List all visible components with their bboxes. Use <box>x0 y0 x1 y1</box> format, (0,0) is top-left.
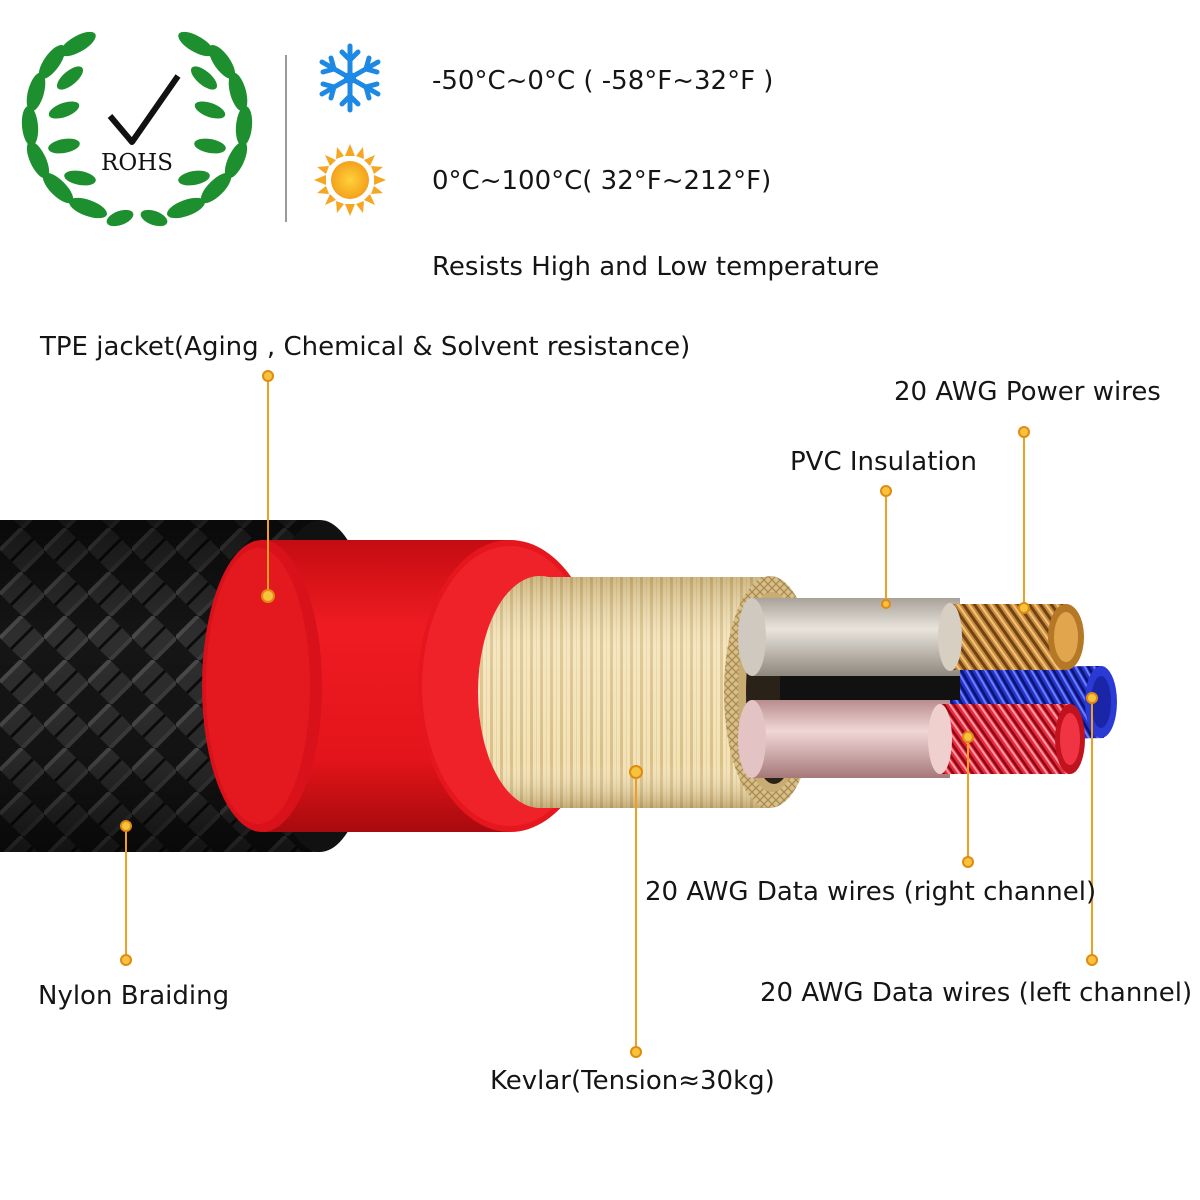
power-wire <box>738 598 1084 676</box>
leader-dots <box>120 370 1098 1058</box>
kevlar-label: Kevlar(Tension≈30kg) <box>490 1066 775 1096</box>
rohs-badge-text: ROHS <box>101 150 173 176</box>
sun-icon <box>314 144 386 216</box>
nylon-braiding-label: Nylon Braiding <box>38 981 230 1011</box>
data-wires-right-label: 20 AWG Data wires (right channel) <box>645 877 1097 907</box>
leader-lines <box>125 376 1093 1052</box>
power-wires-label: 20 AWG Power wires <box>894 377 1161 407</box>
cold-temperature-range: -50°C~0°C ( -58°F~32°F ) <box>432 66 774 96</box>
data-wires-left-label: 20 AWG Data wires (left channel) <box>760 978 1193 1008</box>
hot-temperature-range: 0°C~100°C( 32°F~212°F) <box>432 166 772 196</box>
tpe-jacket-label: TPE jacket(Aging , Chemical & Solvent re… <box>40 332 691 362</box>
data-wire-right-channel <box>738 700 1085 778</box>
temperature-note: Resists High and Low temperature <box>432 252 880 282</box>
snowflake-icon <box>319 43 381 113</box>
check-icon <box>107 74 181 145</box>
rohs-laurel-icon <box>21 31 253 227</box>
pvc-insulation-label: PVC Insulation <box>790 447 978 477</box>
